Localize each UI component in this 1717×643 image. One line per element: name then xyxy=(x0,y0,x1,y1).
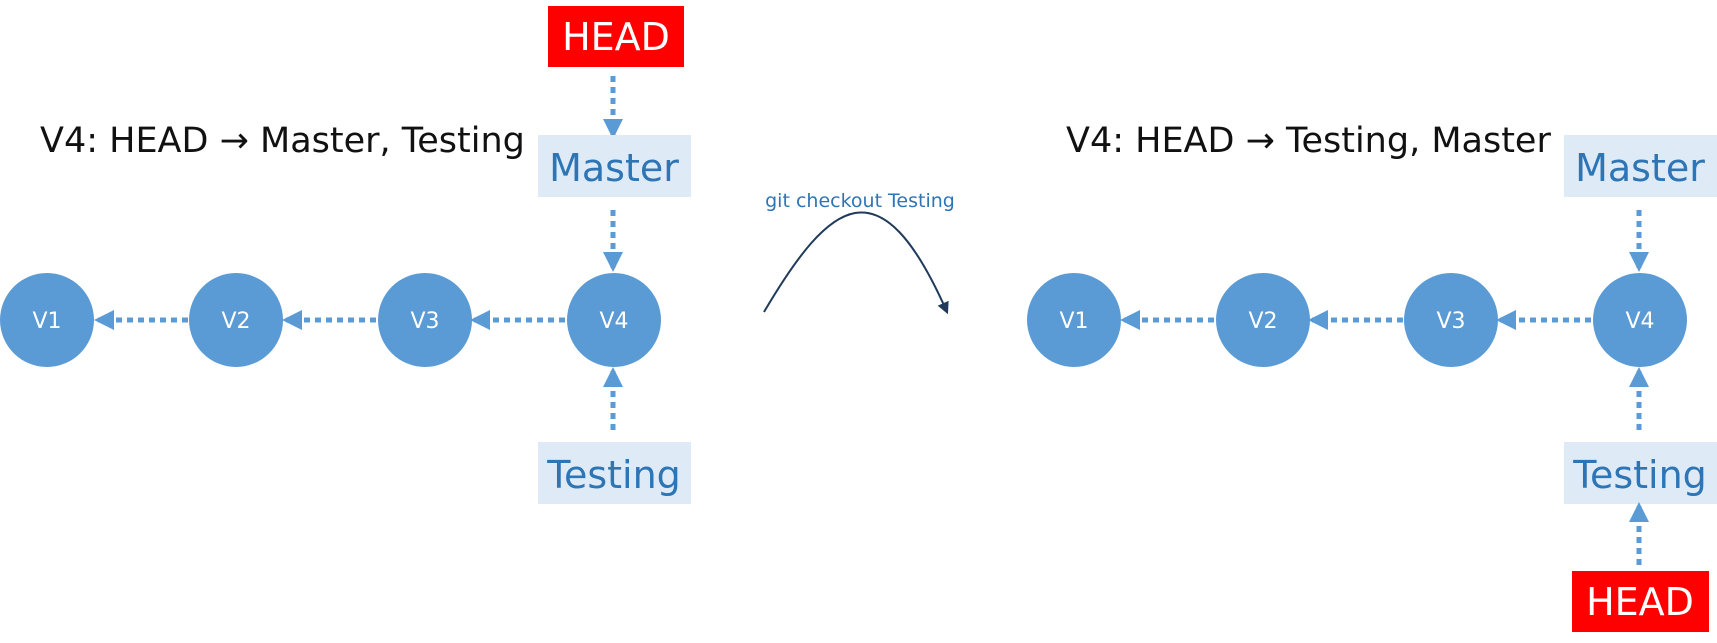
after-head-box xyxy=(1572,571,1709,632)
before-commit-v2-label: V2 xyxy=(221,309,250,334)
action-panel: git checkout Testing xyxy=(763,190,955,315)
after-commit-v3 xyxy=(1404,273,1498,367)
before-master-label: Master xyxy=(549,146,679,190)
after-commit-v2 xyxy=(1216,273,1310,367)
after-master-label: Master xyxy=(1575,146,1705,190)
after-master-box xyxy=(1564,135,1717,197)
action-label: git checkout Testing xyxy=(765,190,955,212)
after-commit-v4-label: V4 xyxy=(1625,309,1654,334)
after-commit-v4 xyxy=(1593,273,1687,367)
after-commit-v2-label: V2 xyxy=(1248,309,1277,334)
before-commit-v2 xyxy=(189,273,283,367)
before-testing-box xyxy=(538,442,691,504)
before-commit-v4-label: V4 xyxy=(599,309,628,334)
before-commit-v3-label: V3 xyxy=(410,309,439,334)
after-testing-box xyxy=(1564,442,1717,504)
before-panel: V4: HEAD → Master, Testing HEAD Master V… xyxy=(0,6,691,504)
after-testing-label: Testing xyxy=(1572,453,1707,497)
before-testing-label: Testing xyxy=(546,453,681,497)
before-commit-v4 xyxy=(567,273,661,367)
before-commit-v3 xyxy=(378,273,472,367)
after-commit-v3-label: V3 xyxy=(1436,309,1465,334)
action-curve-arrow xyxy=(763,211,949,315)
after-panel: V4: HEAD → Testing, Master Master V1 V2 … xyxy=(1027,121,1717,632)
after-caption: V4: HEAD → Testing, Master xyxy=(1066,121,1551,161)
before-caption: V4: HEAD → Master, Testing xyxy=(40,121,525,161)
after-head-label: HEAD xyxy=(1586,580,1694,624)
before-head-label: HEAD xyxy=(562,15,670,59)
after-commit-v1 xyxy=(1027,273,1121,367)
before-commit-v1-label: V1 xyxy=(32,309,61,334)
before-commit-v1 xyxy=(0,273,94,367)
before-head-box xyxy=(548,6,684,67)
before-master-box xyxy=(538,135,691,197)
after-commit-v1-label: V1 xyxy=(1059,309,1088,334)
